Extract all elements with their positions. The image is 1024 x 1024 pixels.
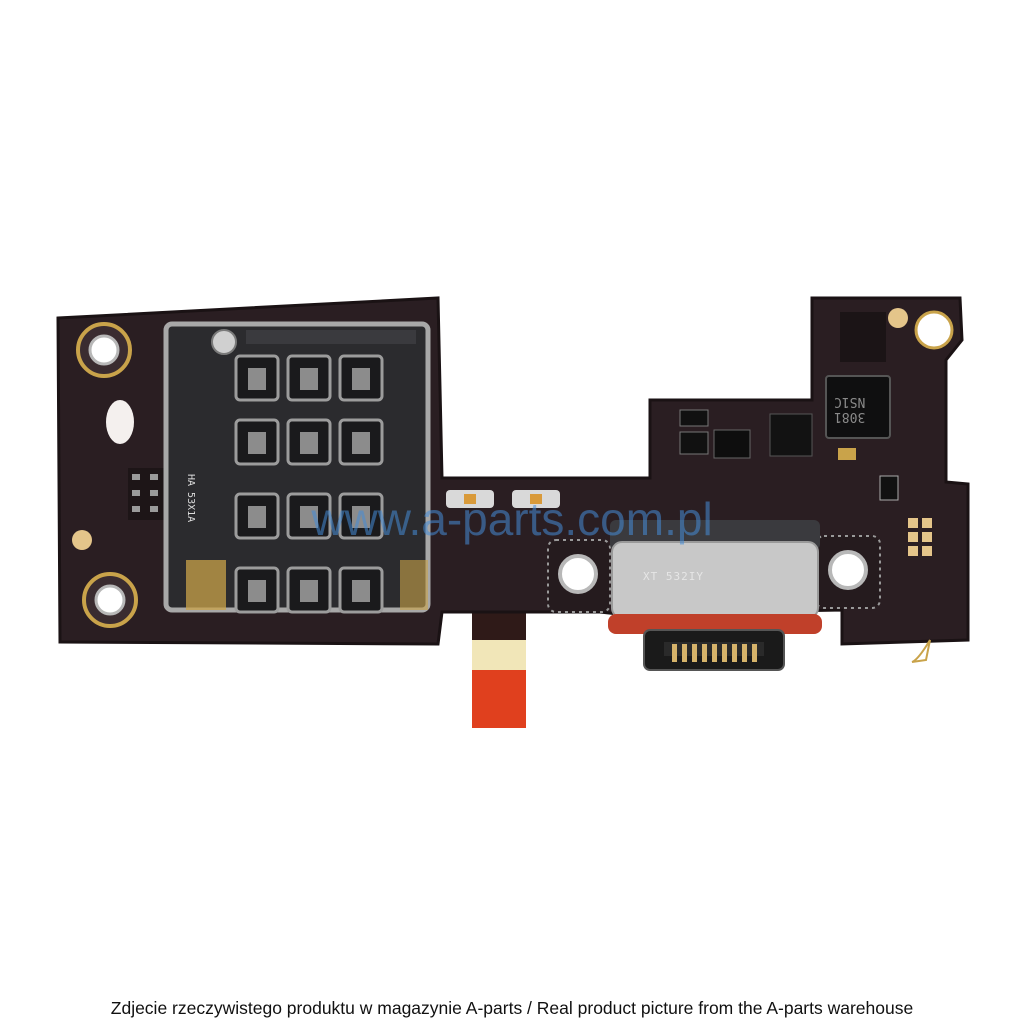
led-pads xyxy=(446,490,560,508)
screw-boss-left xyxy=(547,539,611,613)
antenna-wire xyxy=(911,639,931,663)
gold-pad xyxy=(72,530,92,550)
sim-contacts xyxy=(234,354,384,614)
screw-boss-right xyxy=(815,535,881,609)
usb-c-port xyxy=(608,520,822,671)
mount-hole-top-left xyxy=(76,322,132,378)
usb-connector-marking: XT 532IY xyxy=(643,570,704,583)
left-components xyxy=(128,468,164,520)
photo-caption: Zdjecie rzeczywistego produktu w magazyn… xyxy=(110,998,914,1018)
watermark: www.a-parts.com.pl xyxy=(311,493,713,545)
upper-right-components xyxy=(679,308,954,556)
mount-hole-bottom-left xyxy=(82,572,138,628)
slot-hole xyxy=(106,400,134,444)
chip-marking: 3081 NS1C xyxy=(834,394,866,424)
